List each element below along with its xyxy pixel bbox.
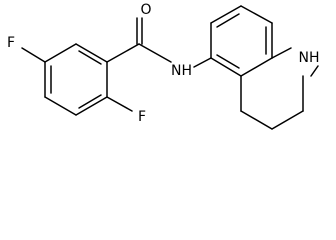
bond-carbonyl-n (138, 43, 172, 63)
difluorophenyl-ring (44, 43, 108, 116)
ring-nitrogen: NH (299, 50, 320, 66)
bond (271, 47, 292, 59)
bond (44, 43, 77, 63)
tetrahydroquinoline-benzo-ring (210, 5, 273, 77)
amide-nitrogen: NH (171, 63, 192, 79)
oxygen-atom: O (140, 2, 151, 18)
tetrahydroquinoline-saturated-ring (240, 47, 319, 130)
bond (210, 5, 242, 24)
chemical-structure-diagram: F F O NH NH (7, 2, 320, 130)
bond-ring-carbonyl (106, 43, 140, 63)
bond (240, 110, 273, 130)
bond (75, 96, 108, 116)
bond-n-aryl (193, 57, 212, 68)
bond-c-f-bottom (106, 96, 133, 112)
bond (210, 57, 242, 77)
double-bond-inner (78, 50, 102, 65)
fluorine-atom-top: F (7, 35, 15, 51)
bond (310, 65, 319, 77)
double-bond-inner (216, 54, 240, 69)
double-bond-inner (216, 13, 240, 28)
bond (75, 43, 108, 63)
bond (240, 5, 273, 24)
bond-c-f-top (21, 47, 46, 63)
bond (271, 110, 304, 130)
fluorine-atom-bottom: F (138, 109, 146, 125)
bond (44, 96, 77, 116)
bond (240, 57, 273, 77)
double-bond-inner (78, 94, 102, 109)
